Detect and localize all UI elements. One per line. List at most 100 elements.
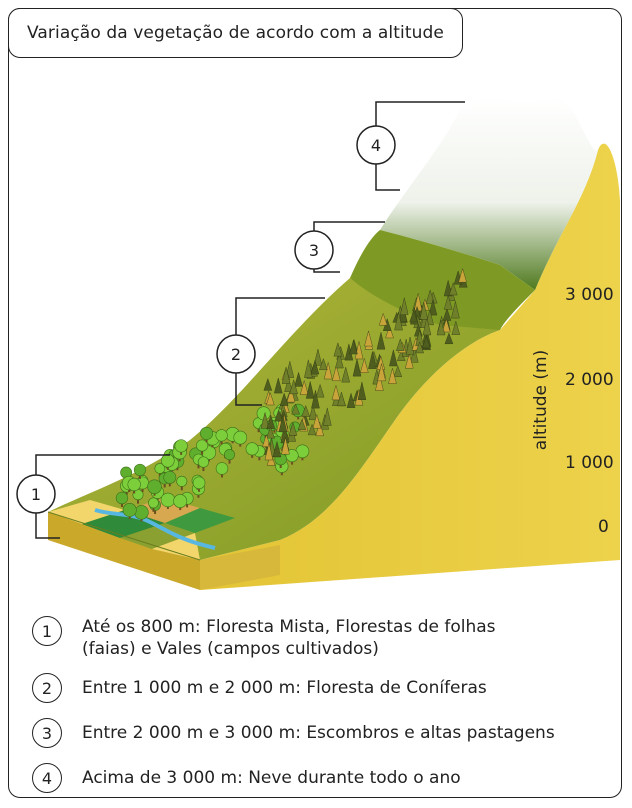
deciduous-tree [215, 462, 229, 478]
conifer-tree [333, 342, 343, 357]
conifer-tree [352, 358, 362, 377]
conifer-tree [288, 421, 298, 436]
altitude-tick-0: 0 [598, 517, 609, 537]
conifer-tree [404, 353, 414, 369]
conifer-tree [436, 319, 446, 336]
zone-marker-1: 1 [16, 474, 56, 514]
deciduous-tree [161, 453, 175, 470]
conifer-tree [299, 379, 309, 395]
conifer-tree [346, 392, 356, 408]
conifer-tree [284, 377, 293, 392]
conifer-tree [263, 377, 273, 391]
mountain-right-face [200, 143, 620, 590]
conifer-tree [264, 442, 274, 461]
svg-text:4: 4 [371, 136, 381, 155]
zone-marker-2: 2 [216, 334, 256, 374]
deciduous-tree [224, 449, 236, 464]
zone-marker-4: 4 [356, 125, 396, 165]
conifer-tree [444, 332, 454, 345]
zone-marker-3: 3 [294, 230, 334, 270]
conifer-tree [377, 363, 386, 382]
altitude-tick-1000: 1 000 [565, 453, 614, 473]
conifer-tree [297, 418, 307, 430]
svg-text:3: 3 [309, 241, 319, 260]
conifer-tree [315, 421, 324, 437]
altitude-tick-3000: 3 000 [565, 285, 614, 305]
deciduous-tree [133, 463, 147, 479]
altitude-axis-label: altitude (m) [531, 350, 551, 450]
conifer-tree [422, 317, 432, 336]
legend-text-1: Até os 800 m: Floresta Mista, Florestas … [82, 617, 496, 659]
conifer-tree [272, 440, 282, 458]
legend-text-4: Acima de 3 000 m: Neve durante todo o an… [82, 768, 461, 788]
conifer-tree [368, 351, 377, 369]
deciduous-tree [122, 502, 137, 519]
legend-number-4: 4 [32, 763, 62, 793]
conifer-tree [281, 366, 291, 384]
diagram-title: Variação da vegetação de acordo com a al… [8, 8, 463, 58]
deciduous-tree [197, 456, 210, 472]
conifer-tree [308, 403, 318, 421]
conifer-tree [313, 349, 323, 366]
conifer-tree [294, 371, 303, 387]
conifer-tree [354, 341, 364, 360]
conifer-tree [281, 437, 290, 455]
deciduous-tree [173, 494, 188, 511]
conifer-tree [360, 357, 369, 373]
conifer-tree [323, 407, 332, 426]
conifer-tree [378, 312, 388, 326]
conifer-tree [301, 404, 311, 417]
conifer-tree [323, 362, 333, 380]
deciduous-tree [154, 463, 166, 478]
conifer-tree [332, 364, 341, 381]
deciduous-tree [147, 479, 162, 496]
conifer-tree [364, 330, 373, 347]
conifer-tree [278, 415, 288, 433]
conifer-tree [441, 318, 451, 333]
legend-number-1: 1 [32, 616, 62, 646]
conifer-tree [428, 299, 438, 316]
conifer-tree [274, 409, 283, 422]
base-right-face [200, 545, 280, 590]
conifer-tree [451, 320, 461, 335]
title-text: Variação da vegetação de acordo com a al… [27, 23, 444, 43]
conifer-tree [341, 366, 350, 383]
legend-item-1: 1 Até os 800 m: Floresta Mista, Floresta… [32, 616, 496, 660]
conifer-tree [260, 412, 270, 429]
legend-text-2: Entre 1 000 m e 2 000 m: Floresta de Con… [82, 678, 487, 698]
deciduous-tree [196, 439, 209, 455]
deciduous-tree [174, 439, 188, 455]
deciduous-tree [200, 426, 214, 443]
conifer-tree [307, 423, 317, 436]
conifer-tree [305, 381, 315, 399]
conifer-tree [315, 383, 325, 398]
conifer-tree [319, 358, 328, 370]
conifer-tree [419, 302, 429, 320]
conifer-tree [310, 359, 320, 375]
conifer-tree [304, 359, 313, 378]
base-front-face [48, 512, 200, 590]
legend-number-3: 3 [32, 718, 62, 748]
conifer-tree [289, 379, 298, 395]
deciduous-tree [192, 476, 206, 492]
conifer-tree [458, 267, 467, 283]
conifer-tree [331, 384, 341, 401]
deciduous-tree [233, 430, 248, 447]
altitude-tick-2000: 2 000 [565, 370, 614, 390]
conifer-tree [443, 294, 453, 310]
deciduous-tree [115, 491, 129, 507]
deciduous-tree [215, 429, 228, 445]
conifer-tree [425, 289, 435, 304]
conifer-tree [422, 335, 431, 349]
zone-markers: 4 3 2 1 [16, 125, 396, 514]
deciduous-tree [176, 475, 188, 491]
conifer-tree [357, 381, 367, 400]
conifer-tree [393, 365, 403, 377]
river [94, 508, 216, 550]
deciduous-tree [295, 444, 310, 461]
legend-number-2: 2 [32, 673, 62, 703]
conifer-tree [388, 367, 397, 384]
legend-item-4: 4 Acima de 3 000 m: Neve durante todo o … [32, 763, 461, 793]
deciduous-tree [148, 497, 159, 512]
svg-text:2: 2 [231, 345, 241, 364]
